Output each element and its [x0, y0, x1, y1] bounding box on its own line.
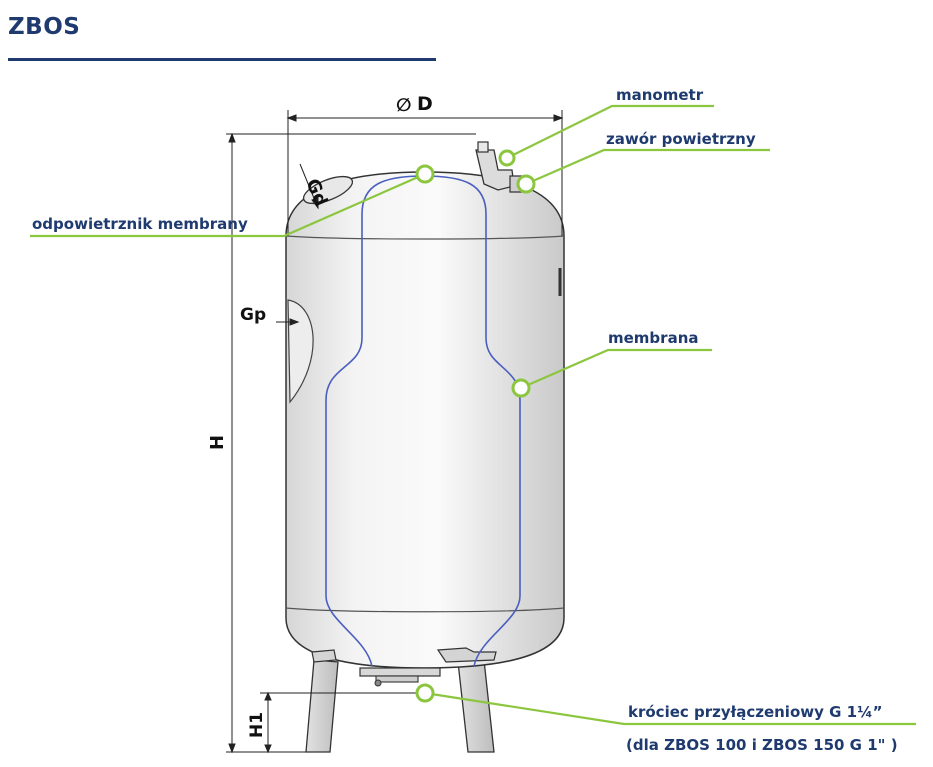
callout-markers	[415, 149, 536, 703]
title-underline	[8, 58, 436, 61]
leg-height-label: H1	[247, 712, 267, 738]
connection-label: króciec przyłączeniowy G 1¼”	[628, 703, 882, 721]
bottom-connection	[311, 647, 497, 687]
air-valve-marker	[516, 174, 536, 194]
tank-body	[285, 171, 565, 669]
gp-label: Gp	[240, 305, 266, 325]
membrane-vent-label: odpowietrznik membrany	[32, 215, 248, 233]
membrane-vent-marker	[415, 164, 435, 184]
connection-note: (dla ZBOS 100 i ZBOS 150 G 1" )	[626, 736, 898, 754]
diameter-symbol: ∅	[396, 95, 411, 116]
manometer-marker	[498, 149, 516, 167]
membrane-outline	[325, 175, 521, 667]
air-valve-label: zawór powietrzny	[606, 130, 756, 148]
membrane-marker	[511, 378, 531, 398]
tank-legs	[305, 659, 495, 753]
page-title: ZBOS	[8, 14, 81, 40]
connection-marker	[415, 683, 435, 703]
membrane-label: membrana	[608, 329, 699, 347]
callout-leaders	[30, 104, 916, 726]
height-label: H	[207, 435, 228, 450]
manometer-label: manometr	[616, 86, 704, 104]
diameter-label: D	[417, 93, 433, 115]
